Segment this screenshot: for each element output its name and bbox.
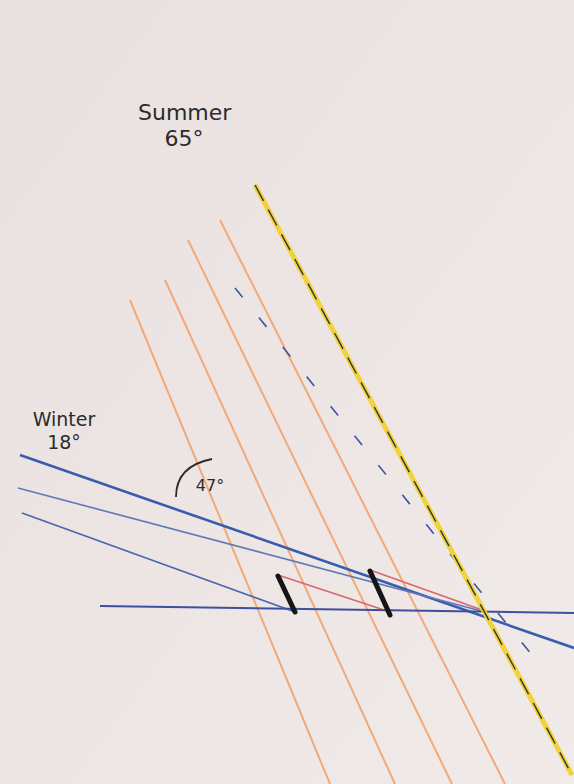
season-label: Summer 65° bbox=[138, 100, 230, 153]
angle-label: 47° bbox=[190, 476, 230, 495]
season-label: Winter 18° bbox=[28, 408, 100, 454]
summer-ray bbox=[165, 280, 395, 784]
summer-ray bbox=[130, 300, 330, 784]
summer-ray bbox=[220, 220, 505, 784]
ground-line bbox=[100, 606, 574, 613]
winter-ray bbox=[18, 488, 485, 612]
panel-symbol bbox=[278, 576, 295, 612]
summer-ray bbox=[188, 240, 452, 784]
summer-main-ray bbox=[255, 185, 572, 775]
winter-ray bbox=[22, 513, 295, 612]
panel-symbol bbox=[370, 571, 390, 615]
summer-main-dash bbox=[255, 185, 572, 775]
panels bbox=[278, 571, 390, 615]
